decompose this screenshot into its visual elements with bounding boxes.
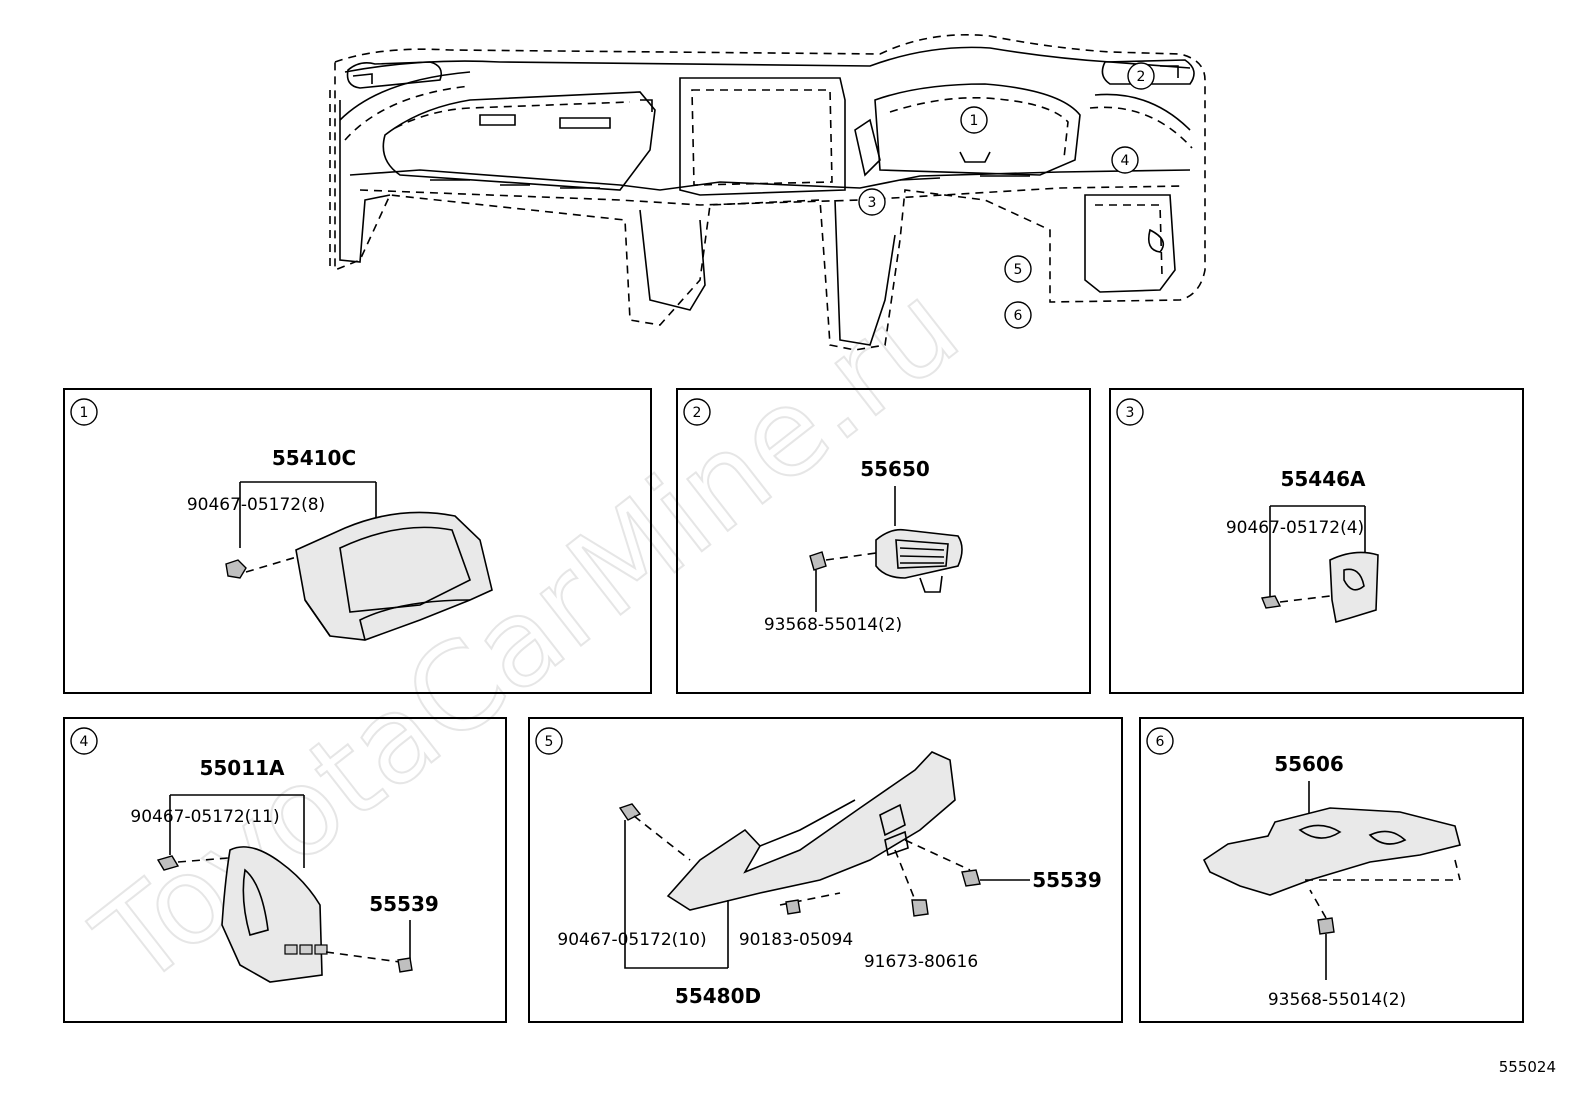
clip-icon [785,899,801,915]
part-number-90183-05094[interactable]: 90183-05094 [739,930,853,950]
panel-4-ref: 4 [80,734,89,750]
part-number-90467-05172-8[interactable]: 90467-05172(8) [187,495,325,515]
dashboard-overview [329,34,1206,351]
clip-icon [1261,595,1282,609]
panel-3-ref: 3 [1126,405,1135,421]
callout-3[interactable]: 3 [858,188,886,216]
svg-text:5: 5 [1014,262,1023,278]
part-number-90467-05172-10[interactable]: 90467-05172(10) [557,930,706,950]
panel-2: 2 55650 93568-55014(2) [676,388,1091,694]
part-number-55606[interactable]: 55606 [1274,752,1344,776]
panel-5: 5 91673-80616 55539 90183-05094 90467-05… [528,717,1123,1023]
panel-6: 6 55606 93568-55014(2) [1139,717,1524,1023]
callout-2[interactable]: 2 [1127,62,1155,90]
panel-1: 1 55410C 90467-05172(8) [63,388,652,694]
panel-4: 4 55011A 90467-05172(11) 55539 [63,717,507,1023]
part-number-55539[interactable]: 55539 [1032,868,1102,892]
callout-4[interactable]: 4 [1111,146,1139,174]
svg-text:6: 6 [1014,308,1023,324]
meter-hood-shape [295,511,493,641]
callout-1[interactable]: 1 [960,106,988,134]
figure-id: 555024 [1499,1058,1556,1076]
part-number-93568-55014-2[interactable]: 93568-55014(2) [764,615,902,635]
panel-3: 3 55446A 90467-05172(4) [1109,388,1524,694]
screw-icon [809,551,827,571]
panel-5-ref: 5 [545,734,554,750]
part-number-93568-55014-2[interactable]: 93568-55014(2) [1268,990,1406,1010]
part-number-55011A[interactable]: 55011A [199,756,285,780]
panel-1-ref: 1 [80,405,89,421]
panel-2-ref: 2 [693,405,702,421]
reinforcement-bracket-shape [1202,807,1461,896]
vent-register-shape [875,528,963,579]
overview-callouts: 1 2 3 4 5 6 [858,62,1155,329]
part-number-91673-80616[interactable]: 91673-80616 [864,952,978,972]
svg-text:2: 2 [1137,69,1146,85]
part-number-55650[interactable]: 55650 [860,457,930,481]
part-number-55410C[interactable]: 55410C [272,446,356,470]
trim-piece-shape [1329,551,1379,624]
svg-text:1: 1 [970,113,979,129]
svg-text:3: 3 [868,195,877,211]
clip-icon [225,559,247,579]
panel-6-ref: 6 [1156,734,1165,750]
watermark: ToyotaCarMine.ru [71,258,983,1014]
clip-icon [156,855,180,871]
screw-icon [1317,917,1335,935]
callout-5[interactable]: 5 [1004,255,1032,283]
screw-icon [911,899,929,917]
svg-text:4: 4 [1121,153,1130,169]
switch-icon [961,869,981,887]
part-number-55480D[interactable]: 55480D [675,984,761,1008]
part-number-90467-05172-11[interactable]: 90467-05172(11) [130,807,279,827]
part-number-55539[interactable]: 55539 [369,892,439,916]
part-number-55446A[interactable]: 55446A [1280,467,1366,491]
part-number-90467-05172-4[interactable]: 90467-05172(4) [1226,518,1364,538]
lower-cover-shape [666,751,956,911]
callout-6[interactable]: 6 [1004,301,1032,329]
switch-icon [397,957,413,973]
